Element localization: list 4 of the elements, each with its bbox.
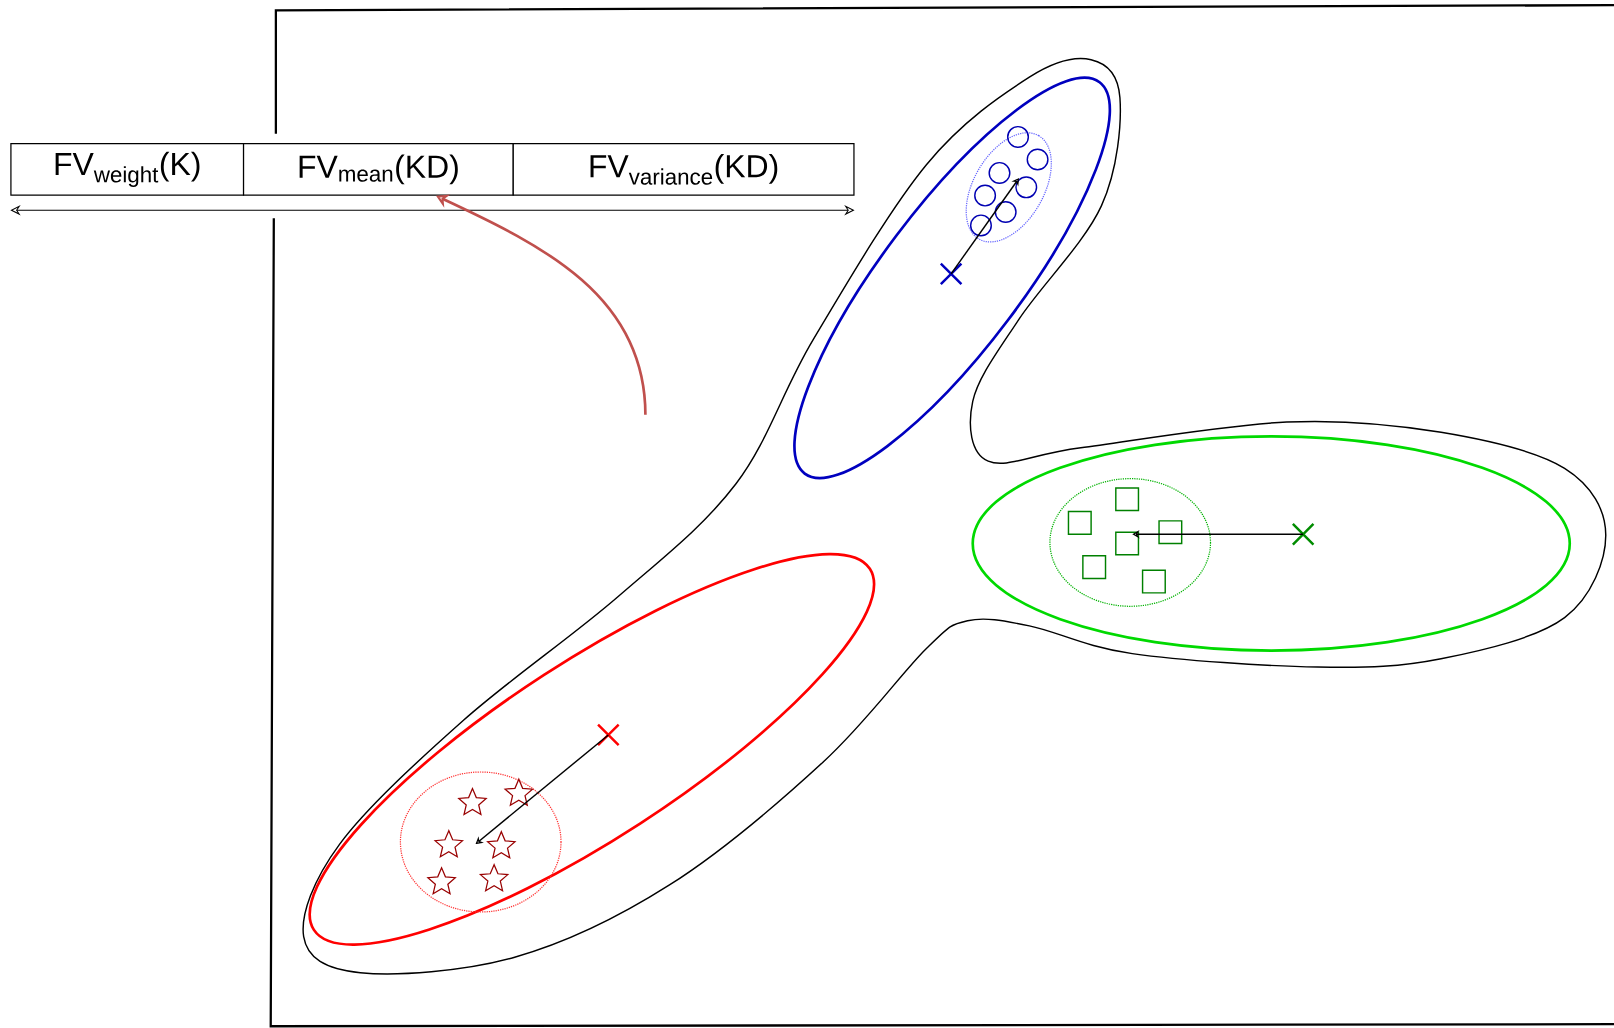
- curved-arrow: [436, 194, 647, 415]
- table-cell: FV$_{weight}$(K): [10, 142, 245, 196]
- table-cell: FV$_{mean}$(KD): [242, 142, 514, 196]
- table-cell: FV$_{variance}$(KD): [512, 142, 855, 196]
